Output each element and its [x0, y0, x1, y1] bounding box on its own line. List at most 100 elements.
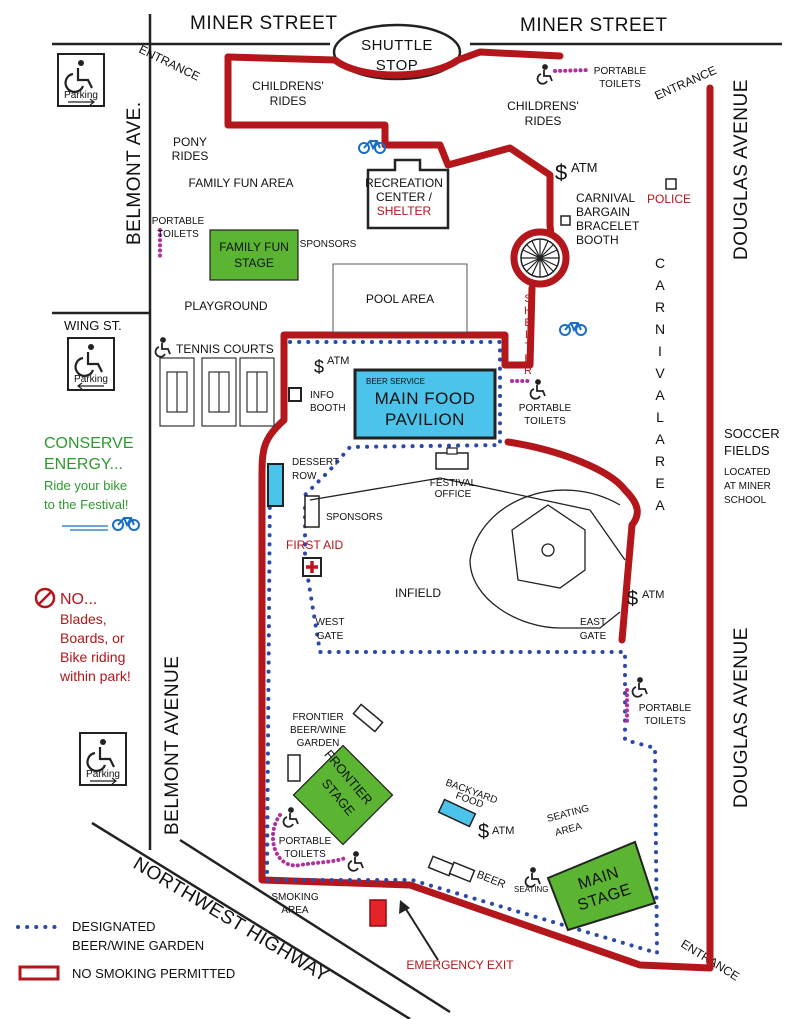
svg-text:A: A	[655, 277, 665, 293]
svg-text:RIDES: RIDES	[525, 114, 562, 128]
atm-icons: $ ATM $ ATM $ ATM $ ATM	[314, 160, 664, 843]
svg-text:L: L	[656, 409, 664, 425]
svg-text:C: C	[655, 255, 665, 271]
legend-beer-garden: DESIGNATED BEER/WINE GARDEN	[16, 919, 204, 953]
svg-text:L: L	[525, 329, 531, 341]
svg-text:ATM: ATM	[571, 160, 597, 175]
parking-sign-top: Parking	[57, 53, 105, 107]
wheelchair-icon	[154, 337, 171, 358]
svg-text:WEST: WEST	[316, 617, 345, 628]
svg-text:CHILDRENS': CHILDRENS'	[252, 79, 324, 93]
svg-text:PAVILION: PAVILION	[385, 410, 465, 429]
svg-text:RECREATION: RECREATION	[365, 176, 443, 190]
svg-text:Boards, or: Boards, or	[60, 630, 125, 646]
svg-text:LOCATED: LOCATED	[724, 467, 771, 478]
svg-text:A: A	[655, 497, 665, 513]
bike-icons	[112, 140, 587, 531]
wheelchair-icon	[88, 344, 94, 350]
dollar-icon: $	[314, 357, 324, 377]
svg-text:SMOKING: SMOKING	[271, 892, 318, 903]
portable-toilets-dots	[158, 68, 629, 868]
svg-text:GARDEN: GARDEN	[297, 738, 340, 749]
svg-text:R: R	[655, 453, 665, 469]
beer-booths	[427, 855, 476, 883]
svg-text:R: R	[655, 299, 665, 315]
dollar-icon: $	[555, 160, 567, 185]
bike-icon	[112, 517, 140, 531]
svg-text:DESSERT: DESSERT	[292, 457, 339, 468]
dessert-row-booth	[267, 463, 284, 507]
svg-text:GATE: GATE	[580, 631, 607, 642]
svg-text:PORTABLE: PORTABLE	[519, 403, 572, 414]
frontier-garden-booth	[287, 754, 301, 782]
parking-sign-middle: Parking	[67, 337, 115, 391]
svg-text:H: H	[524, 305, 532, 317]
svg-text:FAMILY FUN AREA: FAMILY FUN AREA	[189, 176, 294, 190]
svg-text:TOILETS: TOILETS	[599, 79, 641, 90]
svg-text:E: E	[655, 475, 664, 491]
svg-text:SHELTER: SHELTER	[377, 204, 432, 218]
legend-no-smoking: NO SMOKING PERMITTED	[18, 965, 235, 981]
svg-text:BEER: BEER	[475, 869, 507, 891]
svg-text:ATM: ATM	[492, 825, 514, 837]
arrow-right-icon	[68, 98, 95, 106]
svg-text:R: R	[524, 365, 532, 377]
svg-text:BARGAIN: BARGAIN	[576, 205, 630, 219]
parking-label: Parking	[74, 374, 108, 385]
wheelchair-icon	[347, 851, 364, 872]
wheelchair-icon	[529, 379, 546, 400]
svg-text:FESTIVAL: FESTIVAL	[430, 478, 477, 489]
beer-garden-dotted-outline	[264, 340, 660, 956]
svg-text:AT MINER: AT MINER	[724, 481, 771, 492]
svg-text:FIRST AID: FIRST AID	[286, 538, 343, 552]
svg-text:PONY: PONY	[173, 135, 207, 149]
pool-area-label: POOL AREA	[366, 292, 434, 306]
parking-label: Parking	[64, 90, 98, 101]
svg-text:CENTER /: CENTER /	[376, 190, 433, 204]
wheelchair-icon	[536, 64, 553, 85]
svg-text:SEATING: SEATING	[514, 885, 549, 894]
bike-icon	[559, 322, 587, 336]
carnival-area-label: C A R N I V A L A R E A	[655, 255, 665, 513]
svg-text:BEER/WINE GARDEN: BEER/WINE GARDEN	[72, 938, 204, 953]
festival-office	[435, 452, 469, 470]
svg-text:OFFICE: OFFICE	[435, 489, 472, 500]
pool-area	[332, 263, 468, 333]
svg-text:TOILETS: TOILETS	[284, 849, 326, 860]
svg-text:SEATING: SEATING	[546, 803, 591, 825]
wheelchair-icon	[631, 677, 648, 698]
svg-text:ROW: ROW	[292, 471, 317, 482]
info-booth-icon	[288, 387, 302, 402]
svg-text:CONSERVE: CONSERVE	[44, 435, 134, 452]
svg-text:RIDES: RIDES	[172, 149, 209, 163]
svg-text:Ride your bike: Ride your bike	[44, 478, 127, 493]
svg-text:STAGE: STAGE	[234, 256, 274, 270]
svg-text:CHILDRENS': CHILDRENS'	[507, 99, 579, 113]
svg-text:DESIGNATED: DESIGNATED	[72, 919, 156, 934]
svg-text:PORTABLE: PORTABLE	[594, 66, 647, 77]
svg-text:V: V	[655, 365, 665, 381]
recreation-center: RECREATION CENTER / SHELTER	[365, 158, 450, 230]
frontier-stage: FRONTIER STAGE	[292, 744, 394, 846]
svg-text:A: A	[655, 431, 665, 447]
svg-text:GATE: GATE	[317, 631, 344, 642]
shuttle-stop-line2: STOP	[376, 57, 419, 74]
svg-text:S: S	[524, 293, 531, 305]
first-aid-icon	[302, 557, 322, 577]
svg-text:FRONTIER: FRONTIER	[292, 712, 343, 723]
svg-text:Bike riding: Bike riding	[60, 649, 125, 665]
speed-lines	[62, 525, 108, 531]
infield-diamond	[309, 477, 626, 629]
svg-text:E: E	[524, 317, 531, 329]
belmont-ave-label: BELMONT AVE.	[124, 101, 145, 245]
police-icon	[665, 178, 677, 190]
svg-text:N: N	[655, 321, 665, 337]
main-food-pavilion: BEER SERVICE MAIN FOOD PAVILION	[353, 368, 497, 440]
svg-text:SCHOOL: SCHOOL	[724, 495, 767, 506]
svg-text:I: I	[658, 343, 662, 359]
svg-text:BEER SERVICE: BEER SERVICE	[366, 377, 425, 386]
svg-text:AREA: AREA	[554, 821, 583, 839]
svg-text:CARNIVAL: CARNIVAL	[576, 191, 635, 205]
svg-text:SPONSORS: SPONSORS	[300, 239, 357, 250]
svg-text:POLICE: POLICE	[647, 192, 691, 206]
